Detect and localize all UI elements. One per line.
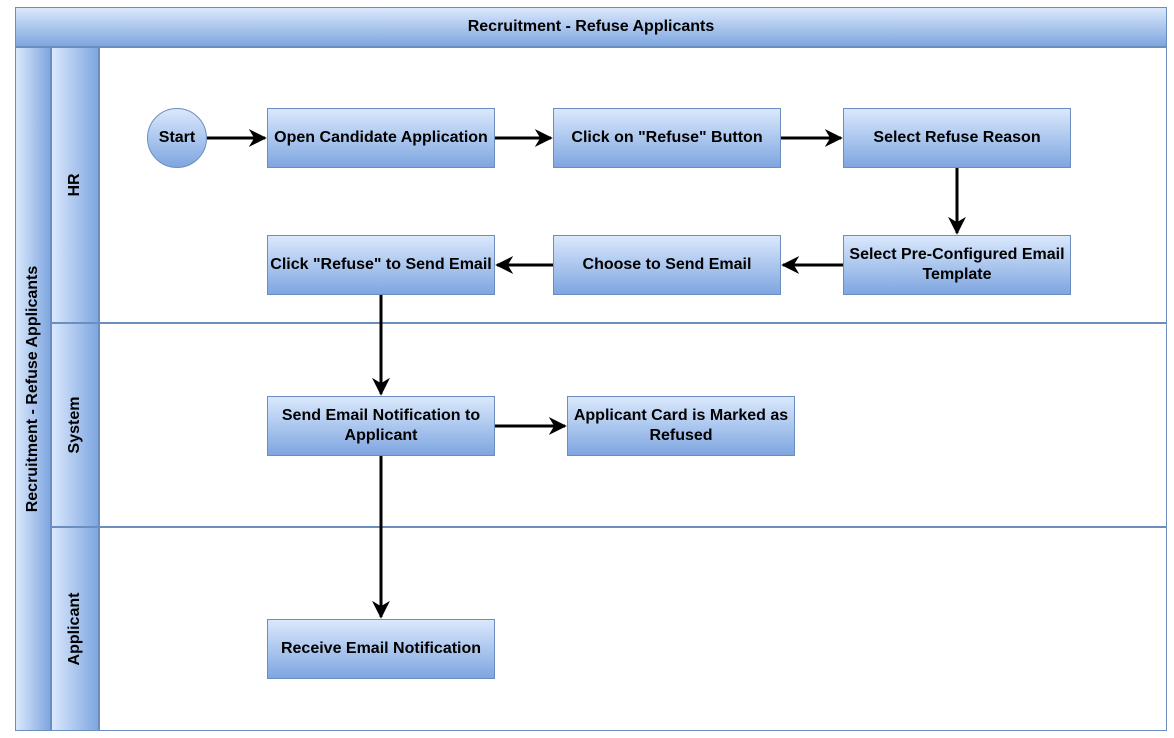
node-click-refuse-send-email: Click "Refuse" to Send Email [267, 235, 495, 295]
node-send-email-notification: Send Email Notification to Applicant [267, 396, 495, 456]
node-click-refuse-button: Click on "Refuse" Button [553, 108, 781, 168]
pool-label-text: Recruitment - Refuse Applicants [24, 265, 41, 513]
pool-label: Recruitment - Refuse Applicants [15, 47, 51, 731]
lane-header-hr: HR [51, 47, 99, 323]
diagram-title: Recruitment - Refuse Applicants [15, 7, 1167, 47]
node-choose-send-email: Choose to Send Email [553, 235, 781, 295]
node-open-candidate-application: Open Candidate Application [267, 108, 495, 168]
lane-header-system: System [51, 323, 99, 527]
lane-label-applicant: Applicant [66, 592, 83, 666]
node-card-marked-refused: Applicant Card is Marked as Refused [567, 396, 795, 456]
lane-label-system: System [66, 396, 83, 454]
node-select-email-template: Select Pre-Configured Email Template [843, 235, 1071, 295]
node-receive-email-notification: Receive Email Notification [267, 619, 495, 679]
node-select-refuse-reason: Select Refuse Reason [843, 108, 1071, 168]
lane-label-hr: HR [66, 173, 83, 197]
start-node: Start [147, 108, 207, 168]
lane-header-applicant: Applicant [51, 527, 99, 731]
lane-applicant [99, 527, 1167, 731]
